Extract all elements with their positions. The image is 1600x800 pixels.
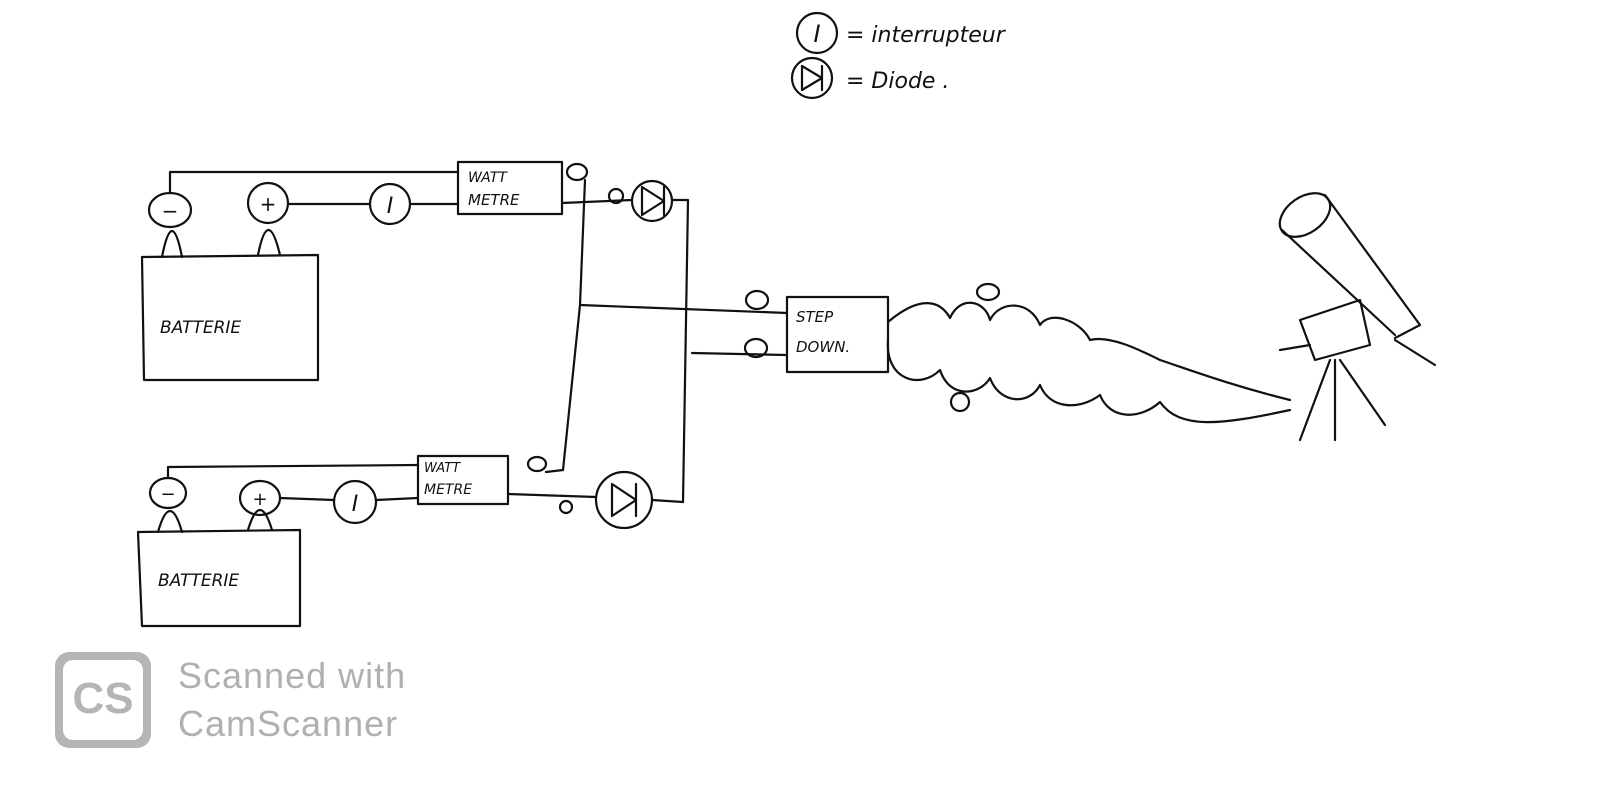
switch-legend-text: = interrupteur <box>846 23 1007 48</box>
wattmeter-label-2: METRE <box>424 482 472 498</box>
bus-wires <box>578 303 789 357</box>
battery-label: BATTERIE <box>160 318 241 338</box>
minus-terminal: − <box>160 484 175 505</box>
wattmeter-1: WATT METRE <box>456 160 564 216</box>
battery-2-terminals: − + I <box>148 476 378 525</box>
stepdown-plus <box>743 337 769 359</box>
wattmeter-2: WATT METRE <box>416 454 510 506</box>
plus-terminal: + <box>260 192 277 216</box>
switch-legend-symbol <box>795 11 839 55</box>
switch-2-label: I <box>352 492 359 517</box>
switch-1-label: I <box>387 194 394 219</box>
diode-2-plus <box>558 499 574 515</box>
diode-legend-symbol <box>790 56 834 100</box>
stepdown-minus <box>744 289 770 311</box>
wattmeter-label-1: WATT <box>424 461 461 476</box>
camscanner-logo: CS <box>55 652 151 748</box>
battery-label: BATTERIE <box>158 571 239 591</box>
watermark-line-1: Scanned with <box>178 655 407 696</box>
wattmeter-1-minus <box>565 162 589 182</box>
stepdown-label-1: STEP <box>796 308 834 326</box>
telescope-drawing <box>1278 192 1437 442</box>
diode-1 <box>630 179 674 223</box>
switch-symbol-label: I <box>813 20 820 48</box>
wires-2 <box>166 463 685 504</box>
watermark-line-2: CamScanner <box>178 703 399 744</box>
cable-plus-marker <box>949 391 971 413</box>
battery-1-terminals: − + I <box>147 181 412 229</box>
wattmeter-label-2: METRE <box>468 191 520 209</box>
diode-legend-text: = Diode . <box>846 69 949 94</box>
battery-2: BATTERIE <box>136 508 302 628</box>
plus-terminal: + <box>252 489 267 510</box>
cable-minus-marker <box>975 282 1001 302</box>
cable-minus <box>886 301 1292 402</box>
battery-1: BATTERIE <box>140 229 320 382</box>
logo-text: CS <box>72 674 134 723</box>
minus-terminal: − <box>162 199 179 223</box>
cable-plus <box>886 338 1292 424</box>
step-down-converter: STEP DOWN. <box>785 295 890 374</box>
diode-1-plus <box>607 187 625 205</box>
diode-2 <box>594 470 654 530</box>
switch-2 <box>332 479 378 525</box>
wattmeter-label-1: WATT <box>468 170 508 186</box>
legend: I = interrupteur = Diode . <box>790 11 1007 100</box>
stepdown-label-2: DOWN. <box>796 338 850 356</box>
wattmeter-2-minus <box>526 455 548 473</box>
wires-1 <box>168 170 690 504</box>
